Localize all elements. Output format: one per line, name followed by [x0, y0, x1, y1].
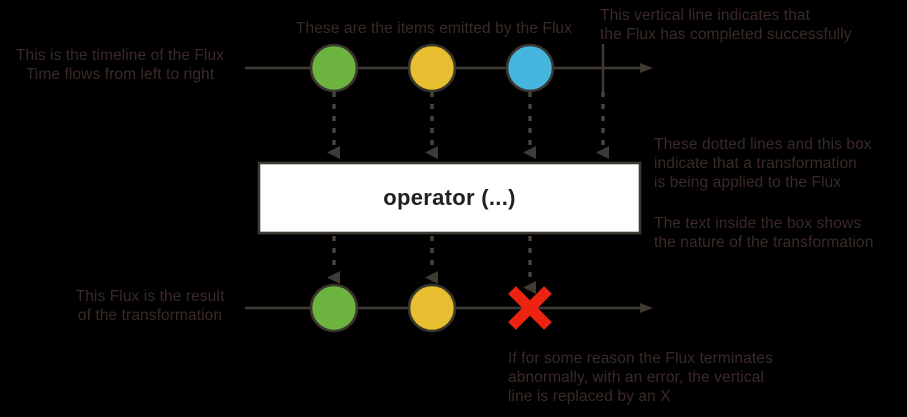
marble-green-result	[309, 283, 359, 333]
connectors-out-of-box	[327, 236, 536, 294]
annotation-transformation-box: These dotted lines and this box indicate…	[654, 136, 872, 191]
annotation-result-flux: This Flux is the result of the transform…	[75, 288, 225, 324]
annotation-box-text-meaning: The text inside the box shows the nature…	[654, 215, 874, 251]
error-x-icon	[508, 286, 552, 330]
annotation-error-termination: If for some reason the Flux terminates a…	[508, 350, 773, 405]
annotation-completion-line: This vertical line indicates that the Fl…	[600, 7, 852, 43]
annotation-timeline-left: This is the timeline of the Flux Time fl…	[15, 47, 225, 83]
marble-blue-source	[505, 43, 555, 93]
marble-yellow-source	[407, 43, 457, 93]
connectors-into-box	[327, 92, 609, 159]
operator-box-label: operator (...)	[383, 185, 516, 210]
marble-green-source	[309, 43, 359, 93]
annotation-items-emitted: These are the items emitted by the Flux	[295, 20, 573, 37]
result-timeline	[245, 283, 653, 333]
operator-box	[257, 161, 642, 235]
source-timeline	[245, 43, 653, 93]
marble-yellow-result	[407, 283, 457, 333]
